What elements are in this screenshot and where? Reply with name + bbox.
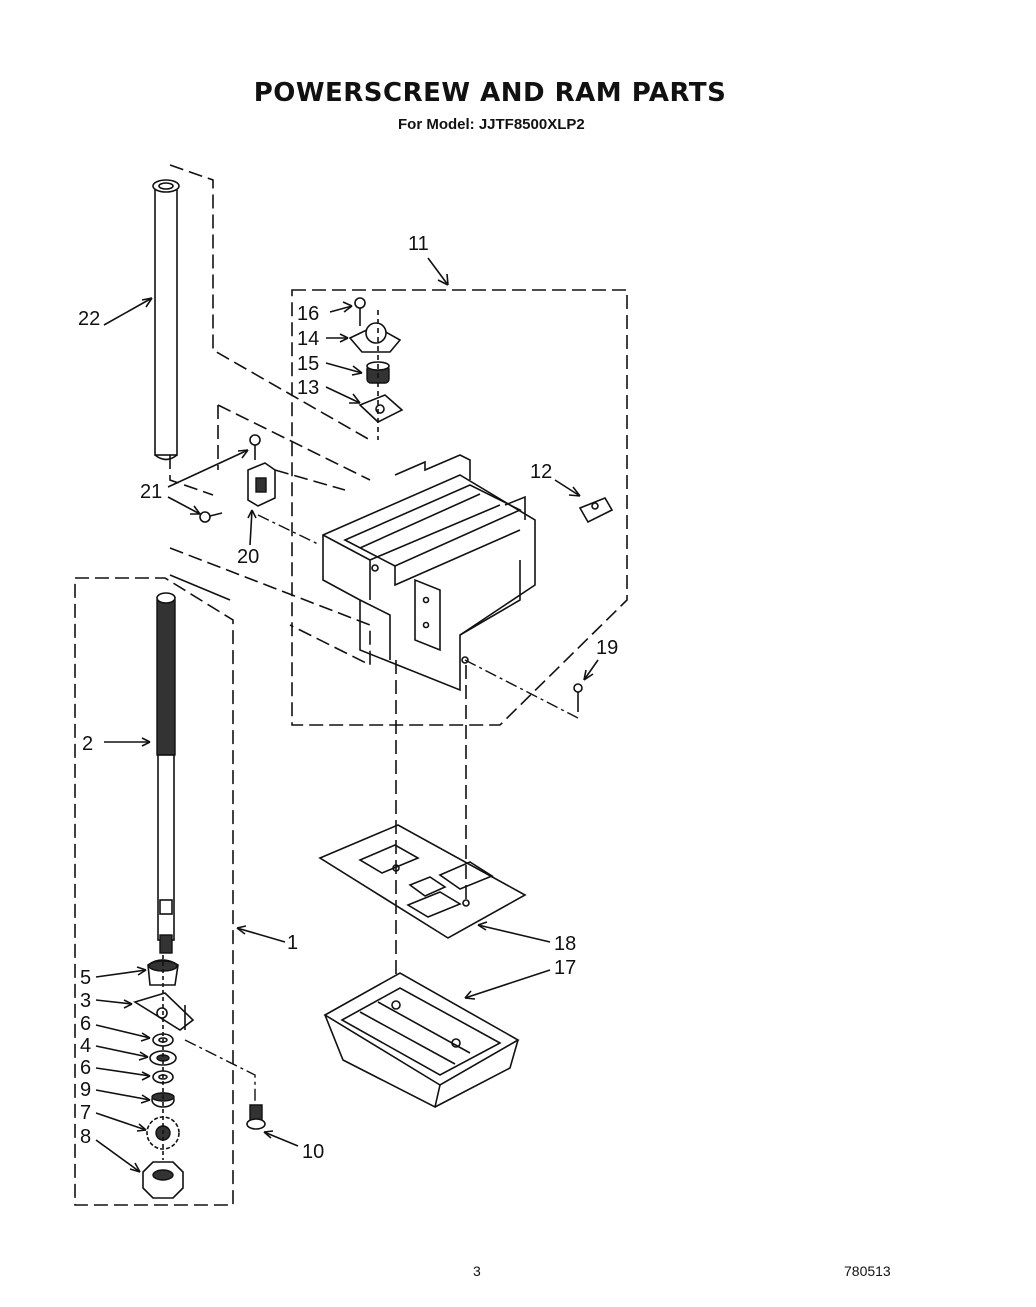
- callout-6-upper: 6: [80, 1013, 91, 1035]
- part-18-plate: [318, 824, 527, 939]
- callout-9: 9: [80, 1079, 91, 1101]
- part-17-tray: [323, 972, 520, 1109]
- guide-line-22: [169, 164, 371, 441]
- part-8-nut: [142, 1161, 184, 1199]
- guide-line-20: [217, 404, 371, 491]
- guide-line-22b: [169, 455, 214, 496]
- document-code: 780513: [844, 1263, 891, 1279]
- callout-21: 21: [140, 481, 162, 503]
- part-9-spacer: [151, 1092, 175, 1108]
- callout-22: 22: [78, 308, 100, 330]
- part-10-screw: [246, 1104, 266, 1130]
- guide-line-2b: [169, 574, 231, 601]
- callout-2: 2: [82, 733, 93, 755]
- assembly-11-boundary: [291, 289, 628, 726]
- callout-3: 3: [80, 990, 91, 1012]
- part-21-screw: [199, 434, 261, 523]
- callout-16: 16: [297, 303, 319, 325]
- callout-10: 10: [302, 1141, 324, 1163]
- callout-1: 1: [287, 932, 298, 954]
- guide-line-2: [169, 547, 371, 667]
- callout-8: 8: [80, 1126, 91, 1148]
- guide-line-19: [464, 659, 579, 719]
- part-13-plate: [358, 394, 404, 423]
- part-22-tube: [152, 179, 180, 461]
- part-16-screw: [354, 297, 366, 326]
- part-2-powerscrew: [156, 592, 176, 954]
- callout-6-lower: 6: [80, 1057, 91, 1079]
- part-14-bearing-bracket: [348, 322, 402, 353]
- title-text: POWERSCREW AND RAM PARTS: [253, 78, 727, 108]
- callout-15: 15: [297, 353, 319, 375]
- callout-19: 19: [596, 637, 618, 659]
- model-subtitle: For Model: JJTF8500XLP2: [398, 116, 585, 133]
- callout-5: 5: [80, 967, 91, 989]
- part-20-bracket: [247, 462, 276, 507]
- ram-housing: [322, 454, 536, 692]
- page-number: 3: [473, 1263, 481, 1279]
- part-12-clip: [578, 497, 614, 524]
- callout-17: 17: [554, 957, 576, 979]
- assembly-1-boundary: [74, 577, 234, 1206]
- part-4-bearing: [149, 1050, 177, 1066]
- callout-13: 13: [297, 377, 319, 399]
- part-19-screw: [573, 683, 583, 712]
- part-3-plate: [133, 992, 195, 1031]
- leader-lines: [95, 257, 599, 1173]
- callout-12: 12: [530, 461, 552, 483]
- callout-4: 4: [80, 1035, 91, 1057]
- callout-20: 20: [237, 546, 259, 568]
- guide-line-10: [184, 1039, 256, 1105]
- callout-11: 11: [408, 233, 429, 255]
- callout-18: 18: [554, 933, 576, 955]
- page-title: POWERSCREW AND RAM PARTS: [0, 78, 1036, 108]
- callout-7: 7: [80, 1102, 91, 1124]
- callout-14: 14: [297, 328, 319, 350]
- guide-line-20b: [257, 514, 321, 546]
